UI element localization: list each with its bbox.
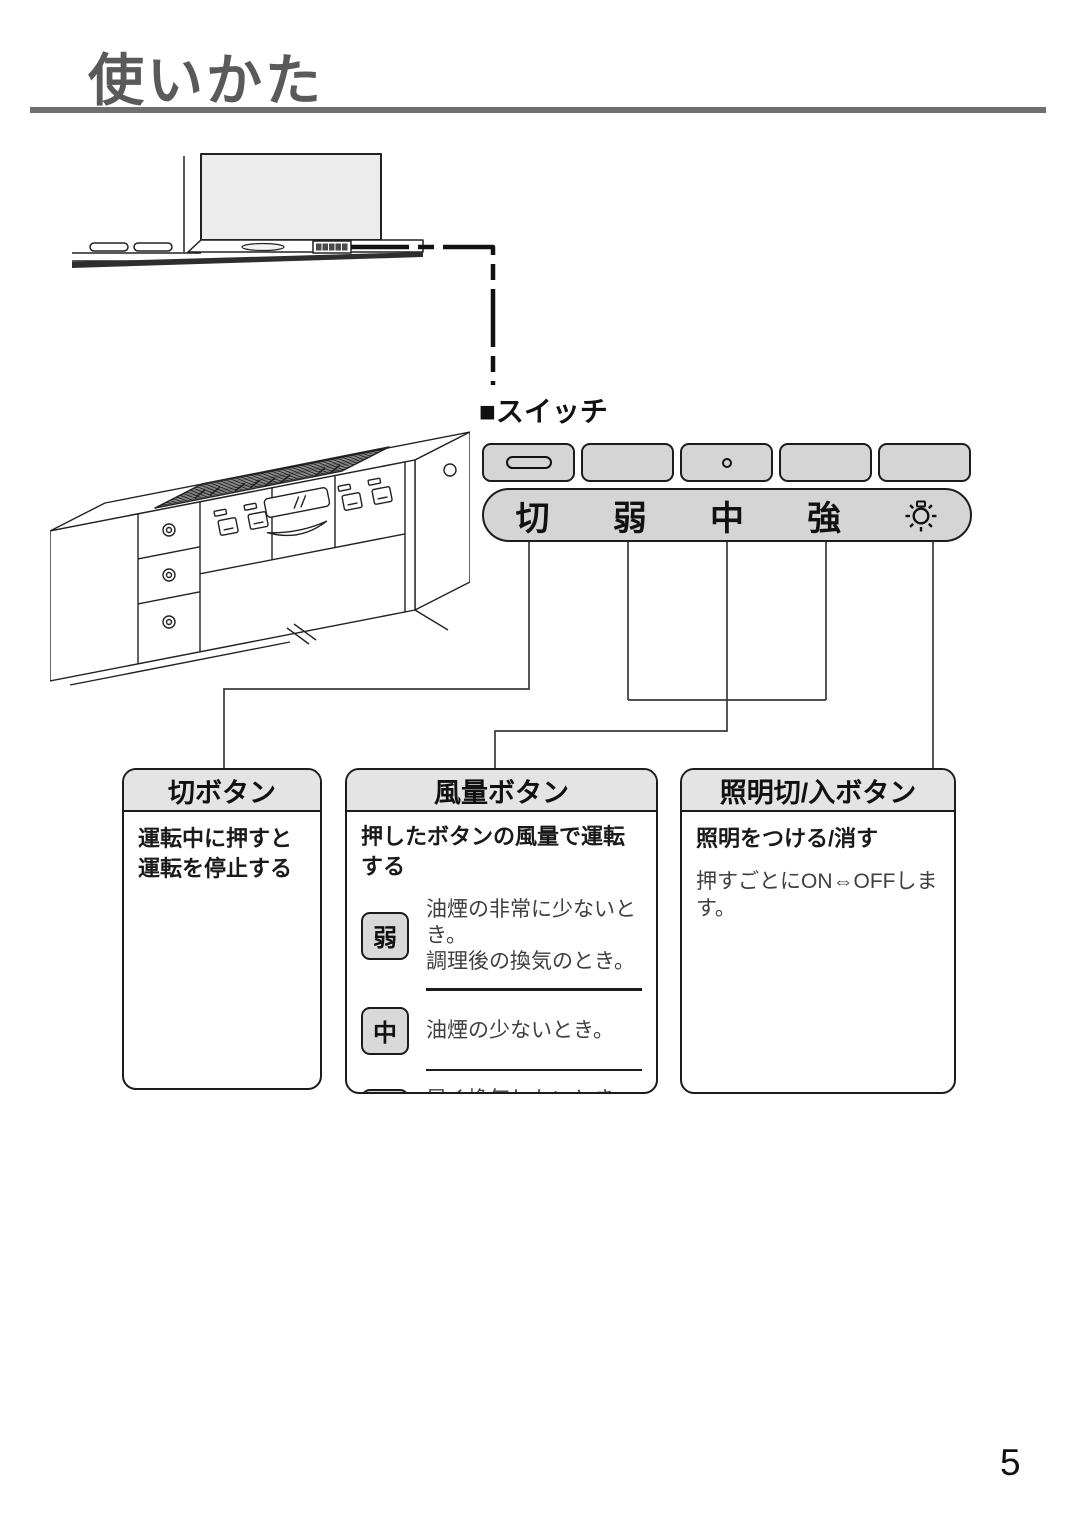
wall-cabinet-illustration xyxy=(72,156,201,262)
switch-button-row xyxy=(482,443,974,482)
light-box-subtitle: 照明をつける/消す xyxy=(696,826,879,851)
hood-control-panel xyxy=(312,240,352,254)
grill-handle xyxy=(266,520,328,537)
fan-row-high: 強 早く換気したいとき。 油煙が多いとき。 xyxy=(361,1087,644,1092)
fan-volume-box: 風量ボタン 押したボタンの風量で運転する 弱 油煙の非常に少ないとき。 調理後の… xyxy=(345,768,658,1094)
off-button-box: 切ボタン 運転中に押すと 運転を停止する xyxy=(122,768,322,1090)
page-number: 5 xyxy=(1000,1442,1021,1483)
switch-section-label: ■スイッチ xyxy=(479,396,608,427)
label-high: 強 xyxy=(807,499,842,538)
off-box-title: 切ボタン xyxy=(124,770,320,812)
toe-kick xyxy=(69,609,449,686)
control-knob xyxy=(243,502,269,530)
light-box-desc: 押すごとにON⇔OFFします。 xyxy=(696,869,938,920)
off-button-mark xyxy=(505,456,552,469)
light-button-box: 照明切/入ボタン 照明をつける/消す 押すごとにON⇔OFFします。 xyxy=(680,768,956,1094)
high-button-icon: 強 xyxy=(361,1088,409,1092)
light-box-title: 照明切/入ボタン xyxy=(682,770,954,812)
low-button-icon: 弱 xyxy=(361,911,409,960)
fan-high-desc-line1: 早く換気したいとき。 xyxy=(426,1087,635,1092)
fan-row-mid: 中 油煙の少ないとき。 xyxy=(361,1006,644,1055)
switch-button-high xyxy=(779,443,872,482)
off-box-desc-line1: 運転中に押すと xyxy=(138,826,293,851)
switch-button-light xyxy=(878,443,971,482)
leader-line xyxy=(351,244,496,385)
switch-button-mid xyxy=(680,443,773,482)
fan-mid-desc-line1: 油煙の少ないとき。 xyxy=(426,1018,614,1042)
label-mid: 中 xyxy=(709,499,744,538)
connector-lines xyxy=(223,542,934,771)
fan-box-subtitle: 押したボタンの風量で運転する xyxy=(361,824,626,879)
grill-window xyxy=(263,487,331,518)
stove-front-panel xyxy=(199,461,406,612)
light-icon xyxy=(873,490,970,540)
off-box-desc-line2: 運転を停止する xyxy=(138,855,293,881)
label-low: 弱 xyxy=(612,499,647,538)
switch-label-bar: 切 弱 中 強 xyxy=(482,488,972,542)
title-underline xyxy=(30,107,1046,113)
fan-low-desc-line2: 調理後の換気のとき。 xyxy=(426,949,635,973)
mid-button-icon: 中 xyxy=(361,1006,409,1055)
page-title: 使いかた xyxy=(88,49,324,112)
cooktop-counter-illustration xyxy=(50,398,470,698)
mid-button-indicator xyxy=(721,457,732,468)
label-off: 切 xyxy=(515,499,550,538)
separator xyxy=(426,1068,642,1072)
separator xyxy=(426,988,642,991)
range-hood-illustration xyxy=(70,148,500,388)
fan-low-desc-line1: 油煙の非常に少ないとき。 xyxy=(426,898,636,947)
switch-button-low xyxy=(581,443,674,482)
control-knob xyxy=(213,508,239,536)
drawer-stack xyxy=(137,501,201,664)
fan-box-title: 風量ボタン xyxy=(347,770,656,812)
fan-row-low: 弱 油煙の非常に少ないとき。 調理後の換気のとき。 xyxy=(361,897,644,974)
control-knob xyxy=(337,483,363,511)
hood-body-illustration xyxy=(72,153,424,268)
grill-cooktop xyxy=(154,446,390,509)
control-knob xyxy=(367,477,393,505)
switch-button-off xyxy=(482,443,575,482)
